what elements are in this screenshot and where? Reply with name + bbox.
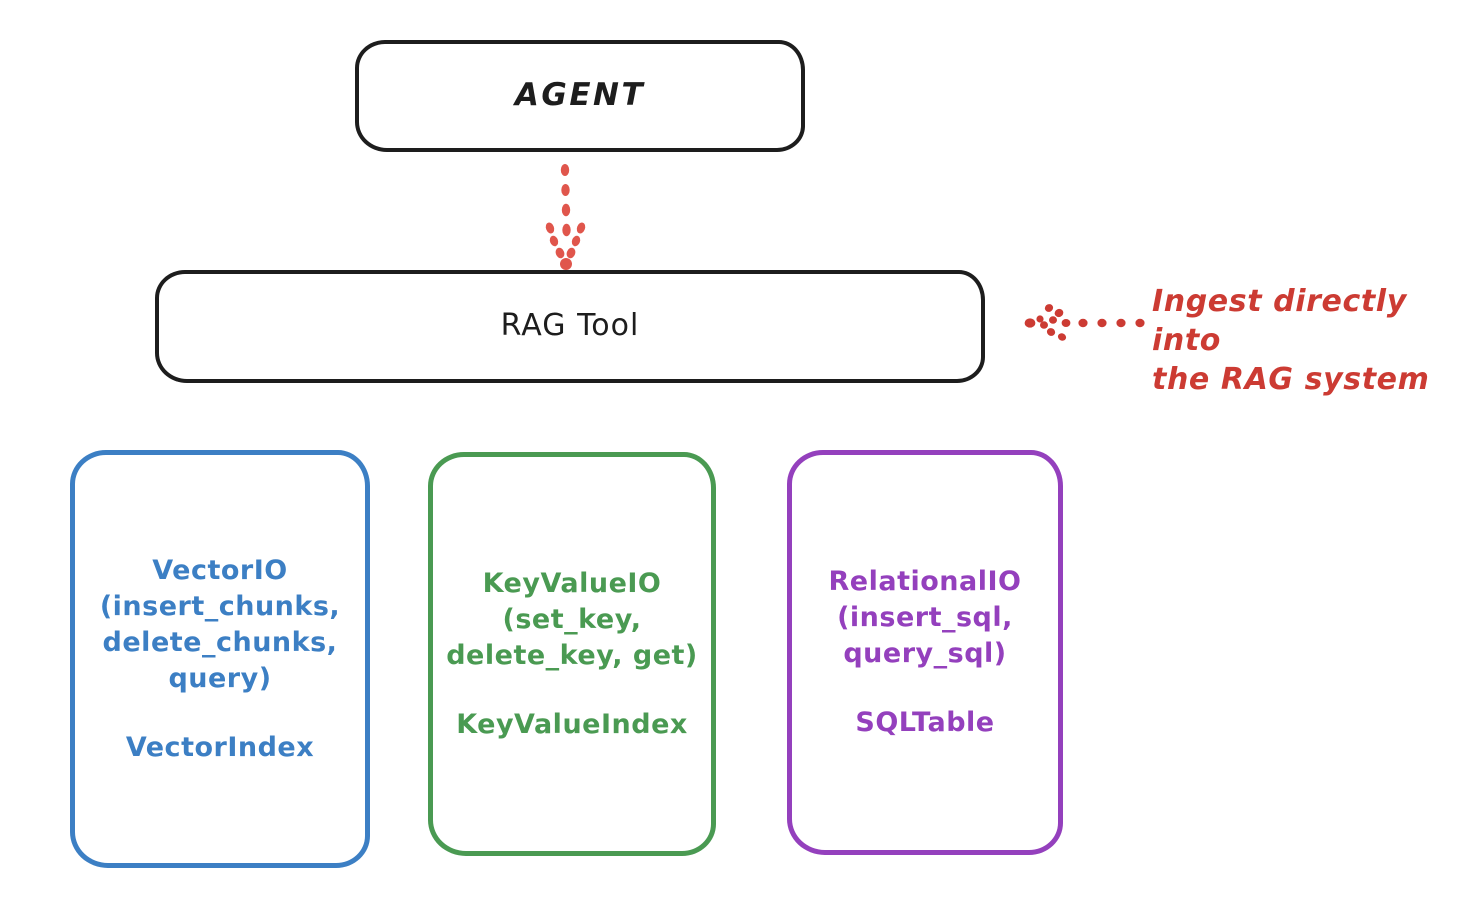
node-rag-tool-label: RAG Tool <box>500 308 640 344</box>
node-rag-tool[interactable]: RAG Tool <box>155 270 985 383</box>
node-agent-label: AGENT <box>514 77 646 114</box>
node-key-value-io-api-label: KeyValueIO (set_key, delete_key, get) <box>446 567 698 671</box>
connector-agent-to-rag-tool <box>545 164 586 270</box>
node-vector-io[interactable]: VectorIO (insert_chunks, delete_chunks, … <box>70 450 370 868</box>
node-vector-io-index-label: VectorIndex <box>125 731 315 763</box>
node-agent[interactable]: AGENT <box>355 40 805 152</box>
node-relational-io-content: RelationalIO (insert_sql, query_sql) SQL… <box>792 564 1058 740</box>
node-key-value-io-index-label: KeyValueIndex <box>456 708 688 740</box>
annotation-ingest-directly: Ingest directly into the RAG system <box>1152 284 1430 397</box>
node-vector-io-content: VectorIO (insert_chunks, delete_chunks, … <box>75 553 365 765</box>
node-key-value-io[interactable]: KeyValueIO (set_key, delete_key, get) Ke… <box>428 452 716 856</box>
node-key-value-io-content: KeyValueIO (set_key, delete_key, get) Ke… <box>433 566 711 742</box>
node-relational-io-index-label: SQLTable <box>855 707 995 739</box>
connector-annotation-to-rag-tool <box>1024 304 1145 341</box>
node-vector-io-api-label: VectorIO (insert_chunks, delete_chunks, … <box>99 554 341 694</box>
node-relational-io-api-label: RelationalIO (insert_sql, query_sql) <box>828 566 1022 670</box>
node-relational-io[interactable]: RelationalIO (insert_sql, query_sql) SQL… <box>787 450 1063 855</box>
